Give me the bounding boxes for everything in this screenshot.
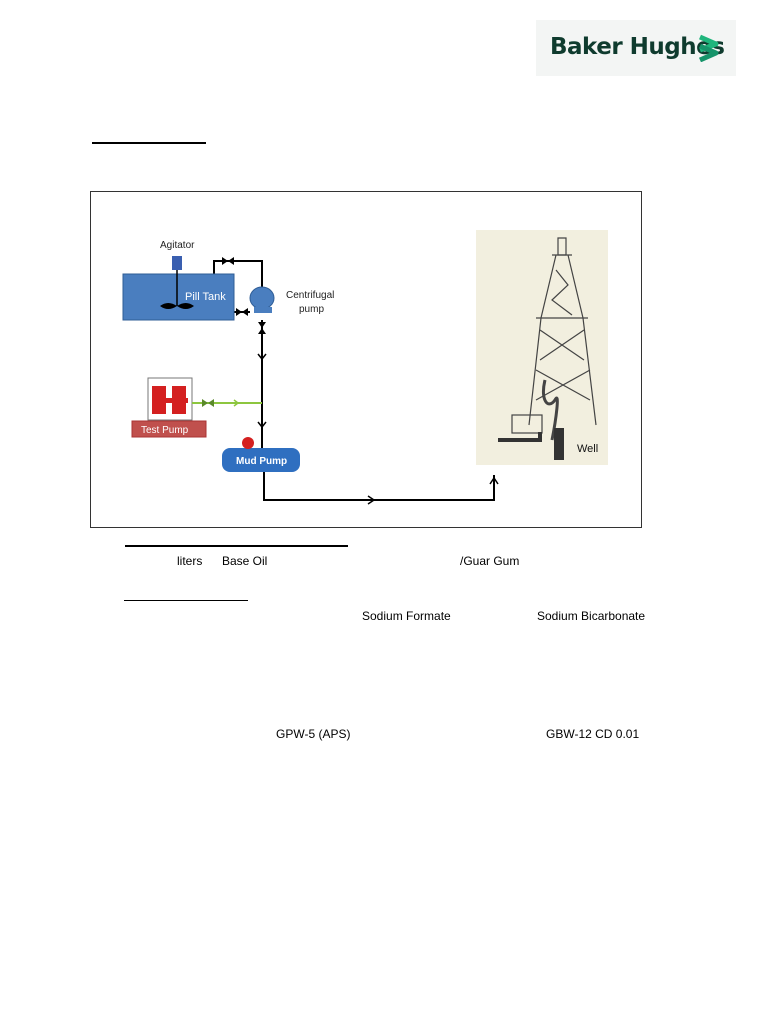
agitator-motor-icon xyxy=(172,256,182,270)
base-oil-text: Base Oil xyxy=(222,554,268,568)
test-pump-icon xyxy=(152,386,188,414)
valve-icons xyxy=(222,257,266,334)
centrifugal-pump-label: Centrifugal xyxy=(286,290,334,301)
test-pump-label: Test Pump xyxy=(141,425,189,436)
section-underline-1 xyxy=(125,545,348,547)
sodium-bicarbonate-text: Sodium Bicarbonate xyxy=(537,609,646,623)
mud-pump xyxy=(222,448,300,472)
arrow-icon xyxy=(233,399,240,407)
valve-icon xyxy=(202,399,214,407)
logo-text: Baker Hughes xyxy=(550,34,725,60)
derrick-icon xyxy=(511,237,597,441)
liters-text: liters xyxy=(177,554,203,568)
gpw5-text: GPW-5 (APS) xyxy=(276,727,351,741)
gbw12-text: GBW-12 CD 0.01 xyxy=(546,727,640,741)
heading-underline xyxy=(92,142,206,144)
centrifugal-pump-label-2: pump xyxy=(299,304,324,315)
centrifugal-pump-icon xyxy=(249,286,275,310)
guar-gum-text: /Guar Gum xyxy=(460,554,520,568)
pill-tank-label: Pill Tank xyxy=(185,291,226,303)
wellhead xyxy=(554,428,564,460)
pill-tank xyxy=(122,273,235,321)
sodium-formate-text: Sodium Formate xyxy=(362,609,451,623)
agitator-blade-icon xyxy=(160,303,194,309)
section-underline-2 xyxy=(124,600,248,601)
process-diagram-frame xyxy=(90,191,642,528)
flow-arrow-icons xyxy=(257,353,499,505)
test-pump-label-box xyxy=(131,420,207,438)
agitator-label: Agitator xyxy=(160,240,195,251)
mud-pump-label: Mud Pump xyxy=(236,456,287,467)
baker-hughes-logo: Baker Hughes xyxy=(536,20,736,76)
logo-mark-icon xyxy=(698,34,719,62)
well-label: Well xyxy=(577,443,598,455)
